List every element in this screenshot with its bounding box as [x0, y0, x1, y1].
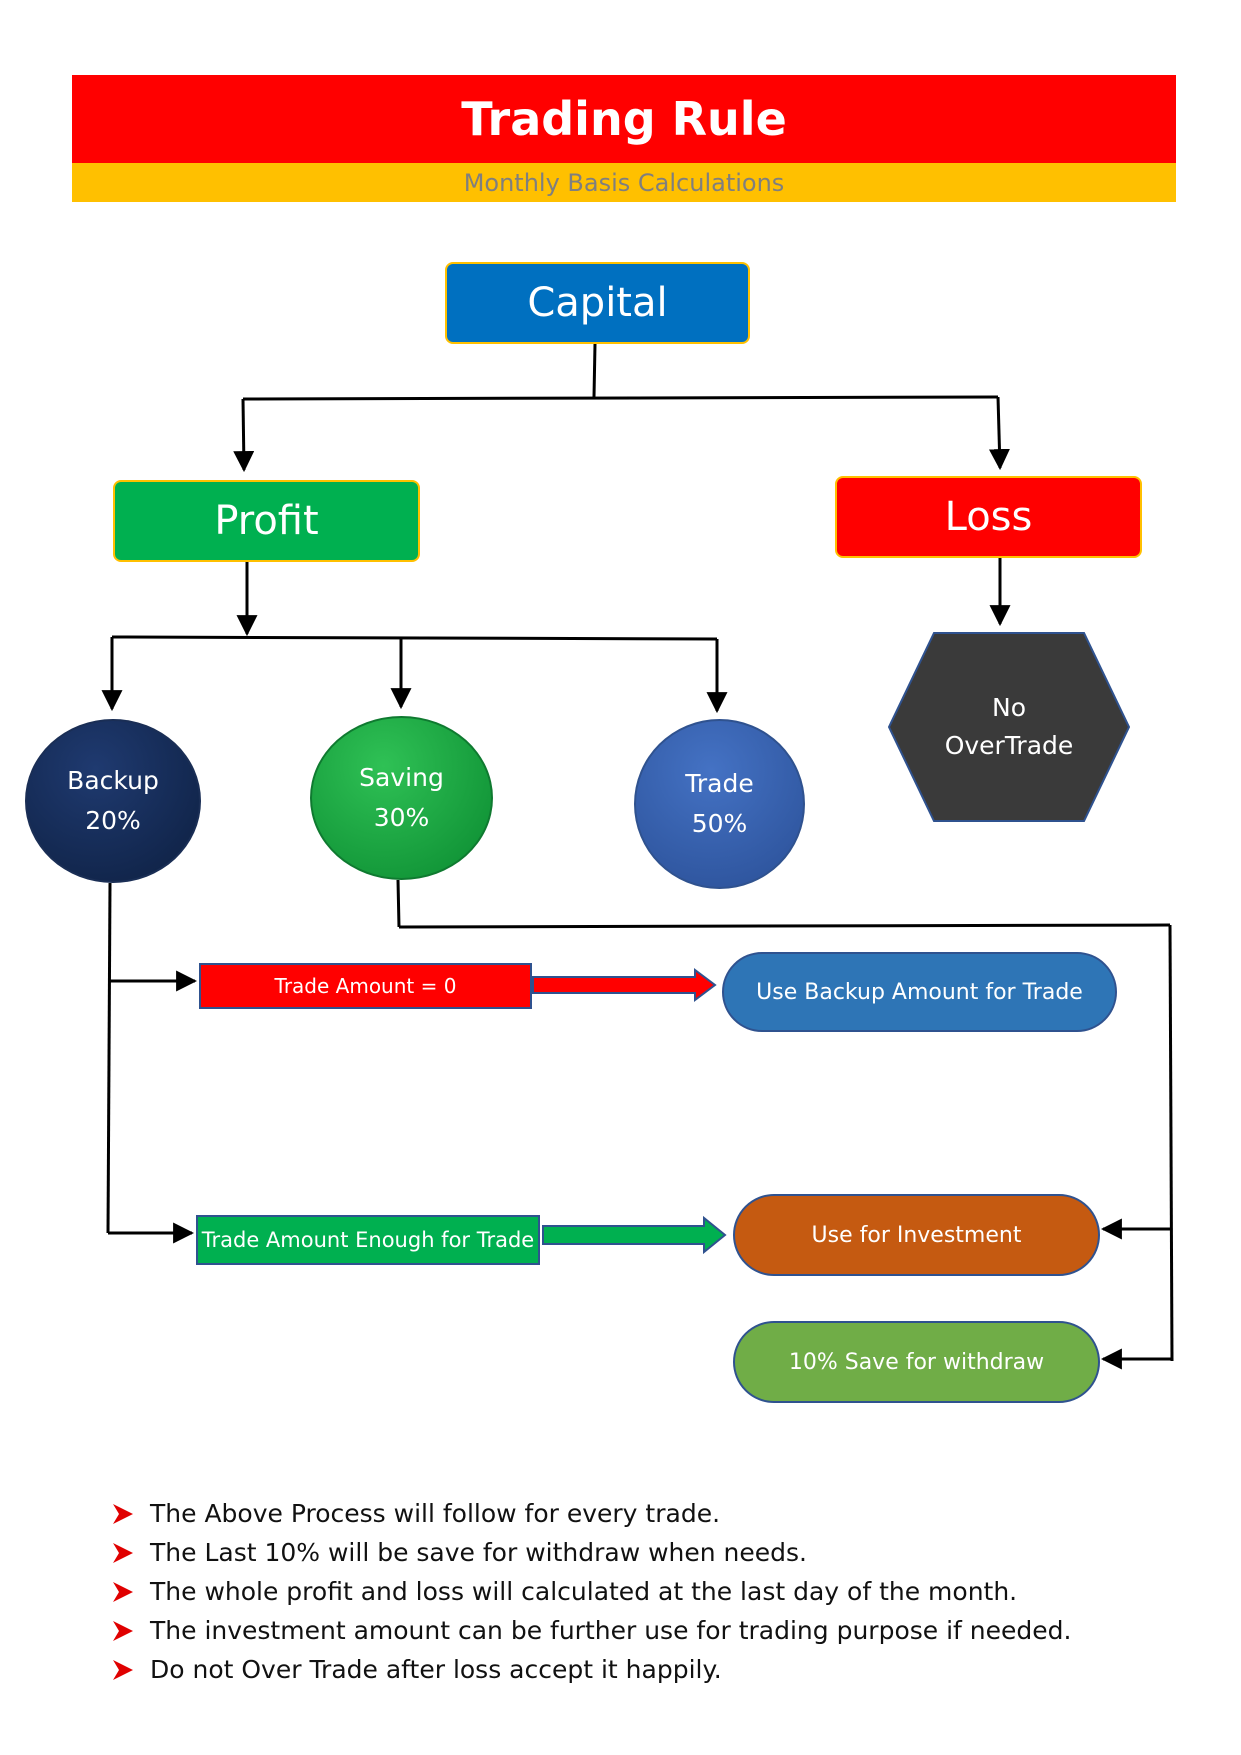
connector-saving-down [396, 879, 401, 928]
arrowhead-bullet-icon [113, 1542, 133, 1563]
connector-right-rail [1168, 924, 1174, 1362]
note-item: The Last 10% will be save for withdraw w… [112, 1533, 1162, 1572]
saving-percent: 30% [373, 803, 430, 832]
no-overtrade-hexagon [888, 632, 1130, 822]
save-withdraw-node: 10% Save for withdraw [733, 1321, 1100, 1403]
notes-list: The Above Process will follow for every … [112, 1494, 1162, 1689]
capital-node: Capital [445, 262, 750, 344]
trade-amount-zero-node: Trade Amount = 0 [199, 963, 532, 1009]
use-backup-label: Use Backup Amount for Trade [756, 979, 1083, 1005]
subtitle-banner: Monthly Basis Calculations [72, 163, 1176, 202]
trade-percent: 50% [691, 809, 748, 838]
note-item: The investment amount can be further use… [112, 1611, 1162, 1650]
note-text: The Last 10% will be save for withdraw w… [150, 1538, 808, 1567]
use-investment-label: Use for Investment [811, 1222, 1022, 1248]
note-item: The Above Process will follow for every … [112, 1494, 1162, 1533]
block-arrow-red [532, 968, 717, 1002]
saving-label: Saving [359, 763, 444, 792]
arrowhead-bullet-icon [113, 1659, 133, 1680]
backup-percent: 20% [85, 806, 141, 835]
note-text: The whole profit and loss will calculate… [150, 1577, 1018, 1606]
note-text: The investment amount can be further use… [150, 1616, 1072, 1645]
arrow-to-loss [988, 396, 1010, 471]
no-overtrade-node: No OverTrade [888, 632, 1130, 822]
profit-label: Profit [214, 498, 319, 544]
no-overtrade-line2: OverTrade [944, 731, 1074, 760]
trade-amount-enough-node: Trade Amount Enough for Trade [196, 1215, 540, 1265]
capital-label: Capital [527, 280, 668, 326]
arrowhead-bullet-icon [113, 1620, 133, 1641]
trade-node: Trade 50% [634, 719, 805, 889]
note-item: Do not Over Trade after loss accept it h… [112, 1650, 1162, 1689]
trade-label: Trade [685, 769, 754, 798]
note-item: The whole profit and loss will calculate… [112, 1572, 1162, 1611]
connector-backup-down [106, 882, 112, 1234]
connector-capital-bus [242, 395, 999, 401]
saving-node: Saving 30% [310, 716, 493, 880]
use-backup-node: Use Backup Amount for Trade [722, 952, 1117, 1032]
title-banner: Trading Rule [72, 75, 1176, 163]
save-withdraw-label: 10% Save for withdraw [788, 1349, 1045, 1375]
arrowhead-bullet-icon [113, 1503, 133, 1524]
note-text: The Above Process will follow for every … [150, 1499, 721, 1528]
profit-node: Profit [113, 480, 420, 562]
backup-label: Backup [67, 766, 159, 795]
page-subtitle: Monthly Basis Calculations [463, 168, 785, 197]
arrowhead-bullet-icon [113, 1581, 133, 1602]
connector-saving-across [398, 923, 1171, 929]
backup-node: Backup 20% [25, 719, 201, 883]
loss-label: Loss [944, 494, 1033, 540]
use-investment-node: Use for Investment [733, 1194, 1100, 1276]
note-text: Do not Over Trade after loss accept it h… [150, 1655, 722, 1684]
no-overtrade-line1: No [992, 693, 1026, 722]
loss-node: Loss [835, 476, 1142, 558]
trade-amount-zero-label: Trade Amount = 0 [274, 974, 457, 998]
connector-capital-stem [592, 343, 597, 398]
block-arrow-green [542, 1215, 727, 1255]
connector-profit-bus [111, 635, 718, 641]
arrow-to-profit [233, 398, 255, 473]
trade-amount-enough-label: Trade Amount Enough for Trade [201, 1228, 535, 1252]
page-title: Trading Rule [461, 92, 787, 146]
